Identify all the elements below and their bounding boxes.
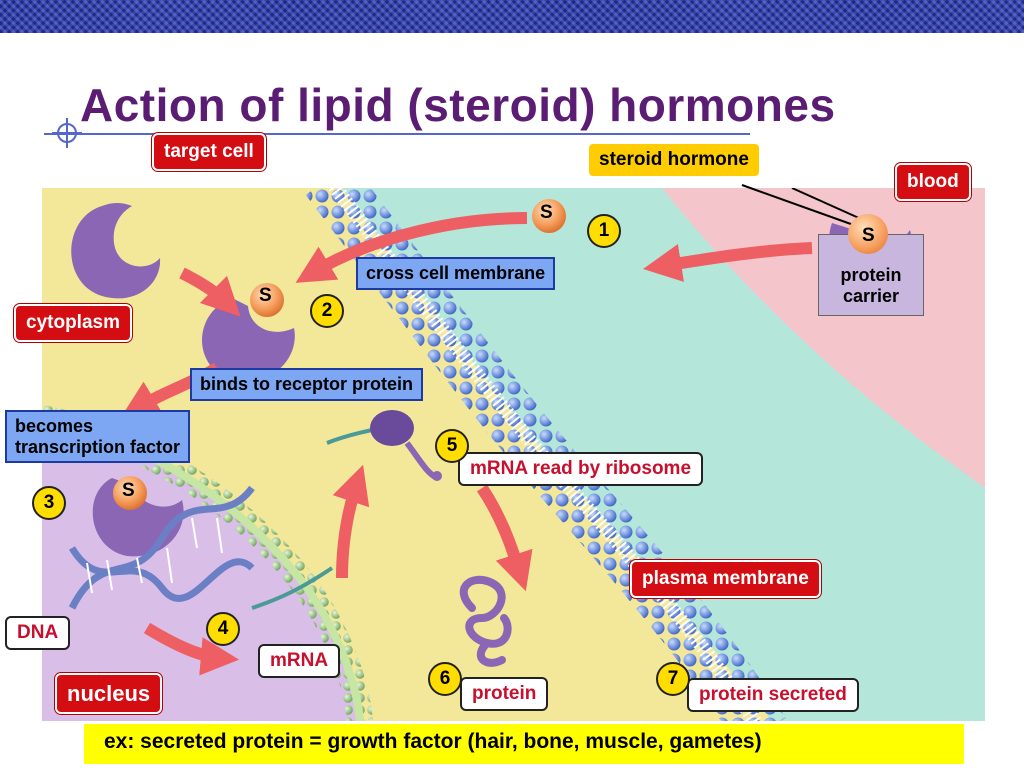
label-cross-cell-membrane: cross cell membrane xyxy=(356,257,556,290)
hormone-s-1: S xyxy=(540,202,553,223)
label-steroid-hormone: steroid hormone xyxy=(587,142,761,178)
label-protein-secreted: protein secreted xyxy=(687,678,859,712)
step-4-badge: 4 xyxy=(206,612,240,646)
label-cytoplasm: cytoplasm xyxy=(14,304,132,342)
label-binds-receptor: binds to receptor protein xyxy=(190,368,424,401)
hormone-s-blood: S xyxy=(862,225,875,246)
label-dna: DNA xyxy=(5,616,71,650)
label-mrna: mRNA xyxy=(258,644,341,678)
protein-carrier-label-1: protein xyxy=(840,265,902,285)
hormone-s-3: S xyxy=(122,480,135,501)
label-protein: protein xyxy=(460,677,549,711)
label-nucleus: nucleus xyxy=(55,673,163,715)
page-title: Action of lipid (steroid) hormones xyxy=(80,79,836,131)
label-mrna-read: mRNA read by ribosome xyxy=(458,452,704,486)
label-blood: blood xyxy=(895,163,971,201)
step-7-badge: 7 xyxy=(656,662,690,696)
example-note: ex: secreted protein = growth factor (ha… xyxy=(84,724,964,764)
title-underline xyxy=(44,133,750,135)
step-5-badge: 5 xyxy=(435,429,469,463)
label-transcription: transcription factor xyxy=(15,436,181,457)
label-target-cell: target cell xyxy=(152,133,266,171)
label-becomes: becomes xyxy=(15,416,94,436)
step-1-badge: 1 xyxy=(587,214,621,248)
protein-carrier-label-2: carrier xyxy=(842,286,900,306)
header-pattern-band xyxy=(0,0,1024,33)
label-plasma-membrane: plasma membrane xyxy=(630,560,821,598)
hormone-s-2: S xyxy=(259,285,272,306)
step-6-badge: 6 xyxy=(428,662,462,696)
step-3-badge: 3 xyxy=(32,486,66,520)
label-transcription-factor: becomes transcription factor xyxy=(5,410,191,464)
step-2-badge: 2 xyxy=(310,294,344,328)
